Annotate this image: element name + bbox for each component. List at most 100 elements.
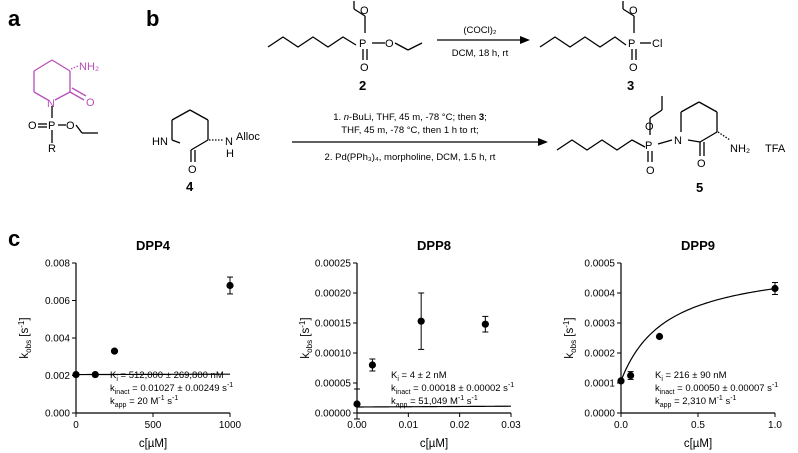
x-axis-label: c[µM]	[684, 438, 712, 450]
data-point	[72, 370, 80, 379]
compound-3	[539, 1, 651, 60]
y-tick-label: 0.00000	[315, 409, 352, 420]
y-tick-label: 0.0002	[584, 349, 615, 360]
y-tick-label: 0.0005	[584, 259, 615, 270]
fit-annotation: kinact = 0.00050 ± 0.00007 s-1	[655, 382, 778, 396]
x-axis-label: c[µM]	[420, 438, 448, 450]
reaction-2-conditions-line1: 1. n-BuLi, THF, 45 m, -78 °C; then 3;	[333, 112, 487, 123]
chart-dpp9: DPP90.00000.00010.00020.00030.00040.0005…	[562, 238, 782, 450]
fit-annotation: kinact = 0.01027 ± 0.00249 s-1	[110, 382, 233, 396]
cmpd2-o-right: O	[385, 38, 394, 50]
p-oxo-label: O	[28, 120, 37, 132]
compound-5-label: 5	[696, 180, 703, 195]
reaction-2-conditions-line3: 2. Pd(PPh₃)₄, morpholine, DCM, 1.5 h, rt	[325, 152, 496, 163]
cmpd4-alloc: Alloc	[236, 131, 260, 143]
cmpd3-o-top: O	[629, 5, 638, 17]
y-tick-label: 0.006	[45, 296, 70, 307]
phosphonate	[38, 106, 98, 143]
reaction-2-conditions-line2: THF, 45 m, -78 °C, then 1 h to rt;	[341, 125, 478, 136]
fit-annotation: kapp = 51,049 M-1 s-1	[391, 395, 478, 409]
chart-title: DPP4	[136, 238, 171, 253]
y-axis-label: kobs [s-1]	[298, 317, 314, 358]
panel-label-b: b	[146, 6, 159, 31]
cmpd5-nh2: NH₂	[730, 143, 750, 155]
p-label: P	[48, 120, 55, 132]
chart-dpp8: DPP8 0.00000 0.00005 0.00010 0.00015 0.00020 0…	[298, 238, 521, 450]
cmpd4-h: H	[226, 148, 234, 160]
y-axis-label: kobs [s-1]	[17, 317, 33, 358]
reaction-1-conditions: DCM, 18 h, rt	[452, 48, 509, 59]
y-tick-label: 0.00020	[315, 289, 352, 300]
data-point	[417, 317, 425, 325]
compound-4	[171, 109, 224, 162]
cmpd2-o-top: O	[360, 5, 369, 17]
reaction-2-arrowhead	[538, 138, 548, 146]
x-tick-label: 500	[145, 420, 162, 431]
ester-o-label: O	[66, 120, 75, 132]
amine-label: NH₂	[79, 61, 99, 73]
x-axis-label: c[µM]	[139, 438, 167, 450]
reaction-1-arrowhead	[520, 36, 530, 44]
cmpd5-n: N	[674, 135, 682, 147]
y-tick-label: 0.00025	[315, 259, 352, 270]
compound-4-label: 4	[186, 179, 194, 194]
cmpd5-tfa: TFA	[765, 143, 786, 155]
y-tick-label: 0.000	[45, 409, 70, 420]
x-tick-label: 1.0	[768, 420, 782, 431]
data-point	[617, 377, 625, 385]
chart-title: DPP8	[417, 238, 451, 253]
lactam-ring	[33, 59, 87, 101]
y-axis-label: kobs [s-1]	[562, 317, 578, 358]
fit-annotation: kapp = 2,310 M-1 s-1	[655, 395, 737, 409]
y-tick-label: 0.00010	[315, 349, 352, 360]
fit-curve	[356, 405, 512, 408]
cmpd3-o-dbl: O	[629, 62, 638, 74]
cmpd3-cl: Cl	[652, 38, 662, 50]
cmpd4-o: O	[188, 164, 197, 176]
fit-annotation: Ki = 4 ± 2 nM	[391, 370, 447, 383]
y-tick-label: 0.004	[45, 334, 70, 345]
x-tick-label: 0.00	[347, 420, 367, 431]
y-tick-label: 0.00005	[315, 379, 352, 390]
cmpd4-n: N	[225, 136, 233, 148]
lactam-n-label: N	[47, 98, 55, 110]
panel-label-c: c	[8, 226, 20, 251]
r-group-label: R	[48, 143, 56, 155]
data-point	[627, 371, 635, 380]
compound-2	[267, 1, 423, 60]
x-tick-label: 0.02	[450, 420, 470, 431]
data-point	[110, 347, 119, 355]
data-point	[655, 332, 664, 341]
cmpd2-p: P	[359, 38, 366, 50]
y-tick-label: 0.0004	[584, 289, 615, 300]
x-tick-label: 0.5	[691, 420, 705, 431]
fit-annotation: kinact = 0.00018 ± 0.00002 s-1	[391, 382, 514, 396]
compound-3-label: 3	[627, 78, 634, 93]
x-tick-label: 0.0	[614, 420, 628, 431]
y-tick-label: 0.00015	[315, 319, 352, 330]
data-point	[91, 370, 99, 379]
x-tick-label: 0.03	[501, 420, 521, 431]
fit-annotation: Ki = 216 ± 90 nM	[655, 370, 727, 383]
data-point	[771, 284, 779, 293]
data-point	[353, 400, 361, 408]
cmpd5-o-ester: O	[645, 121, 654, 133]
data-point	[481, 320, 489, 328]
y-tick-label: 0.0001	[584, 379, 615, 390]
y-tick-label: 0.0000	[584, 409, 615, 420]
compound-5	[556, 96, 731, 162]
cmpd5-p: P	[645, 140, 652, 152]
cmpd4-hn: HN	[152, 136, 168, 148]
reaction-1-reagent: (COCl)₂	[463, 25, 497, 36]
fit-annotation: kapp = 20 M-1 s-1	[110, 395, 178, 409]
x-tick-label: 0.01	[399, 420, 419, 431]
y-tick-label: 0.008	[45, 259, 70, 270]
data-point	[368, 361, 376, 369]
chart-title: DPP9	[681, 238, 715, 253]
cmpd5-o-ketone: O	[697, 158, 706, 170]
y-tick-label: 0.002	[45, 371, 70, 382]
panel-label-a: a	[8, 6, 21, 31]
